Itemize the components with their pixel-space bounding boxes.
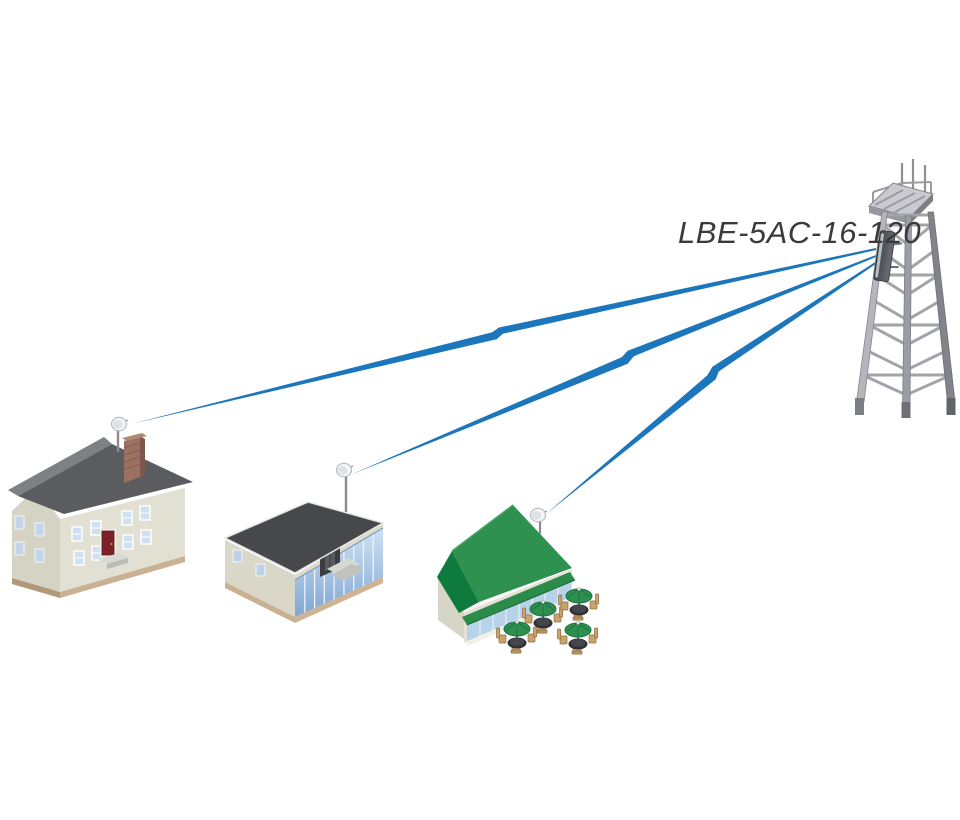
cafe-left-wall xyxy=(438,579,464,639)
link-house-segment-building xyxy=(131,327,511,424)
tower-platform xyxy=(868,181,934,224)
cafe-cpe-antenna-icon xyxy=(529,507,548,534)
office-building-icon xyxy=(223,462,385,623)
house-foundation xyxy=(12,578,60,598)
antenna-model-label: LBE-5AC-16-120 xyxy=(678,215,921,250)
cafe-ridge-highlight xyxy=(451,504,514,552)
link-tower-to-house xyxy=(131,248,877,424)
house-door xyxy=(100,529,116,557)
house-cpe-antenna-icon xyxy=(110,416,129,452)
sector-antenna-icon xyxy=(873,230,903,282)
tower-foot xyxy=(855,398,864,415)
house-gable-windows xyxy=(14,515,45,563)
cafe-roof-gable xyxy=(437,551,479,613)
tower-foot xyxy=(901,402,911,418)
office-side-windows xyxy=(232,549,266,577)
window-muntins xyxy=(72,512,151,559)
house-steps xyxy=(98,553,128,569)
link-tower-to-office xyxy=(350,255,877,475)
link-house-segment-tower xyxy=(484,248,877,338)
house-roof xyxy=(18,444,193,514)
office-foundation xyxy=(225,582,295,623)
link-office-segment-tower xyxy=(615,255,877,364)
cell-tower-icon xyxy=(855,159,956,418)
house-gable-wall xyxy=(12,488,60,592)
chimney-icon xyxy=(122,433,147,483)
link-tower-to-cafe xyxy=(546,261,878,514)
office-flat-roof xyxy=(223,501,385,574)
tower-foot xyxy=(946,398,956,415)
link-office-segment-building xyxy=(350,349,640,475)
office-foundation xyxy=(295,577,383,623)
house-roof-back-slope xyxy=(8,437,112,496)
tower-lattice xyxy=(855,211,956,418)
office-cpe-antenna-icon xyxy=(335,462,354,512)
link-cafe-segment-building xyxy=(546,362,723,514)
house-icon xyxy=(8,416,193,598)
cafe-awning xyxy=(462,572,576,626)
patio-table xyxy=(556,620,599,656)
link-cafe-segment-tower xyxy=(703,261,878,382)
cafe-icon xyxy=(437,504,600,656)
wireless-links xyxy=(131,248,878,514)
house-foundation xyxy=(60,556,185,598)
office-steps xyxy=(327,558,364,581)
